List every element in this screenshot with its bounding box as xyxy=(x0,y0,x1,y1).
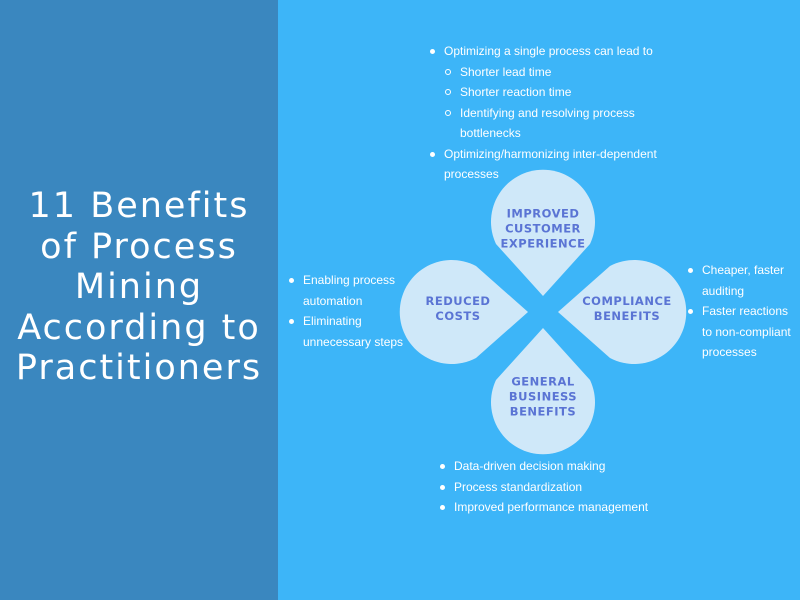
list-item: Data-driven decision making xyxy=(438,456,678,477)
petal-right xyxy=(558,260,687,364)
petal-bottom xyxy=(490,328,595,455)
right-panel xyxy=(278,0,800,600)
sub-list-item: Shorter lead time xyxy=(428,62,660,83)
petal-left xyxy=(399,260,528,364)
right-bullet-list: Cheaper, faster auditing Faster reaction… xyxy=(686,260,798,363)
petal-label-line: COMPLIANCE BENEFITS xyxy=(582,294,672,323)
bottom-bullet-list: Data-driven decision making Process stan… xyxy=(438,456,678,518)
petal-top xyxy=(491,169,595,296)
petal-label-top: IMPROVED CUSTOMER EXPERIENCE xyxy=(501,207,586,252)
list-item: Eliminating unnecessary steps xyxy=(287,311,405,352)
list-item: Improved performance management xyxy=(438,497,678,518)
petal-label-bottom: GENERAL BUSINESS BENEFITS xyxy=(509,375,577,420)
petal-label-line: GENERAL BUSINESS BENEFITS xyxy=(508,374,578,419)
list-item: Cheaper, faster auditing xyxy=(686,260,798,301)
sub-list-item: Shorter reaction time xyxy=(428,82,660,103)
list-item: Enabling process automation xyxy=(287,270,405,311)
left-bullet-list: Enabling process automation Eliminating … xyxy=(287,270,405,352)
sub-list-item: Identifying and resolving process bottle… xyxy=(428,103,660,144)
petal-label-left: REDUCED COSTS xyxy=(426,294,491,324)
list-item: Faster reactions to non-compliant proces… xyxy=(686,301,798,363)
top-bullet-list: Optimizing a single process can lead to … xyxy=(428,41,660,185)
petal-label-line: IMPROVED CUSTOMER EXPERIENCE xyxy=(500,206,586,251)
list-item: Optimizing/harmonizing inter-dependent p… xyxy=(428,144,660,185)
list-item: Process standardization xyxy=(438,477,678,498)
list-item: Optimizing a single process can lead to xyxy=(428,41,660,62)
left-panel xyxy=(0,0,278,600)
page-title: 11 Benefits of Process Mining According … xyxy=(15,186,263,388)
petal-label-line: REDUCED COSTS xyxy=(425,294,491,323)
petal-label-right: COMPLIANCE BENEFITS xyxy=(582,294,672,324)
